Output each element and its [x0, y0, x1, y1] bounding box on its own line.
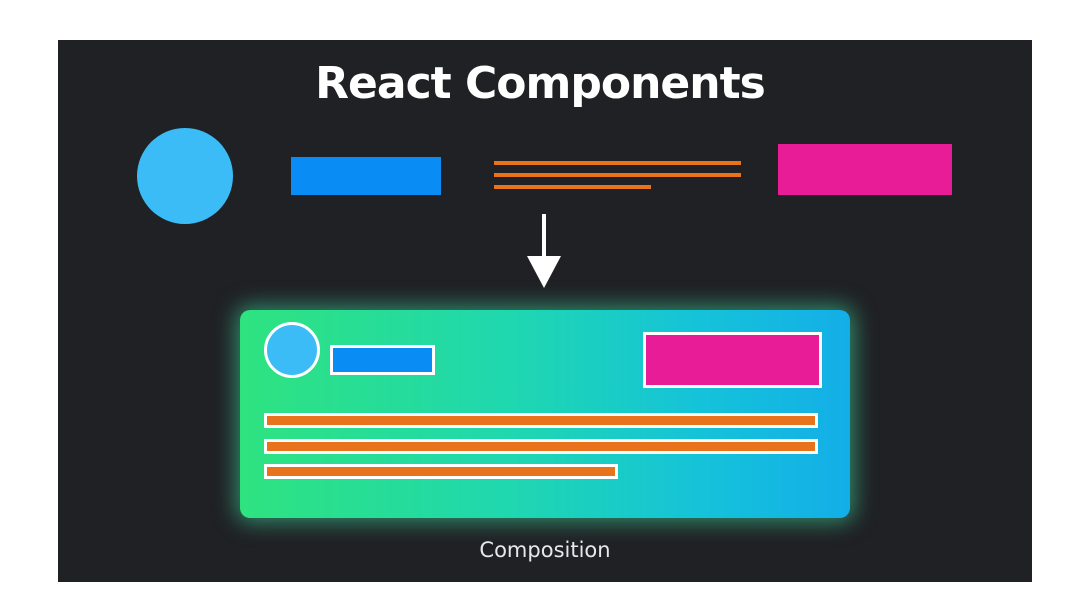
composed-text-line: [264, 413, 818, 428]
diagram-title: React Components: [315, 58, 766, 109]
circle-component: [137, 128, 233, 224]
text-line: [494, 185, 651, 189]
arrow-head: [527, 256, 561, 288]
text-line: [494, 161, 741, 165]
arrow-shaft: [542, 214, 546, 262]
text-line: [494, 173, 741, 177]
composed-circle: [264, 322, 320, 378]
diagram-caption: Composition: [479, 538, 611, 562]
pink-block-component: [778, 144, 952, 195]
composed-text-line: [264, 439, 818, 454]
composed-blue-bar: [330, 345, 435, 375]
blue-bar-component: [291, 157, 441, 195]
composed-pink-block: [643, 332, 822, 388]
composed-text-line: [264, 464, 618, 479]
